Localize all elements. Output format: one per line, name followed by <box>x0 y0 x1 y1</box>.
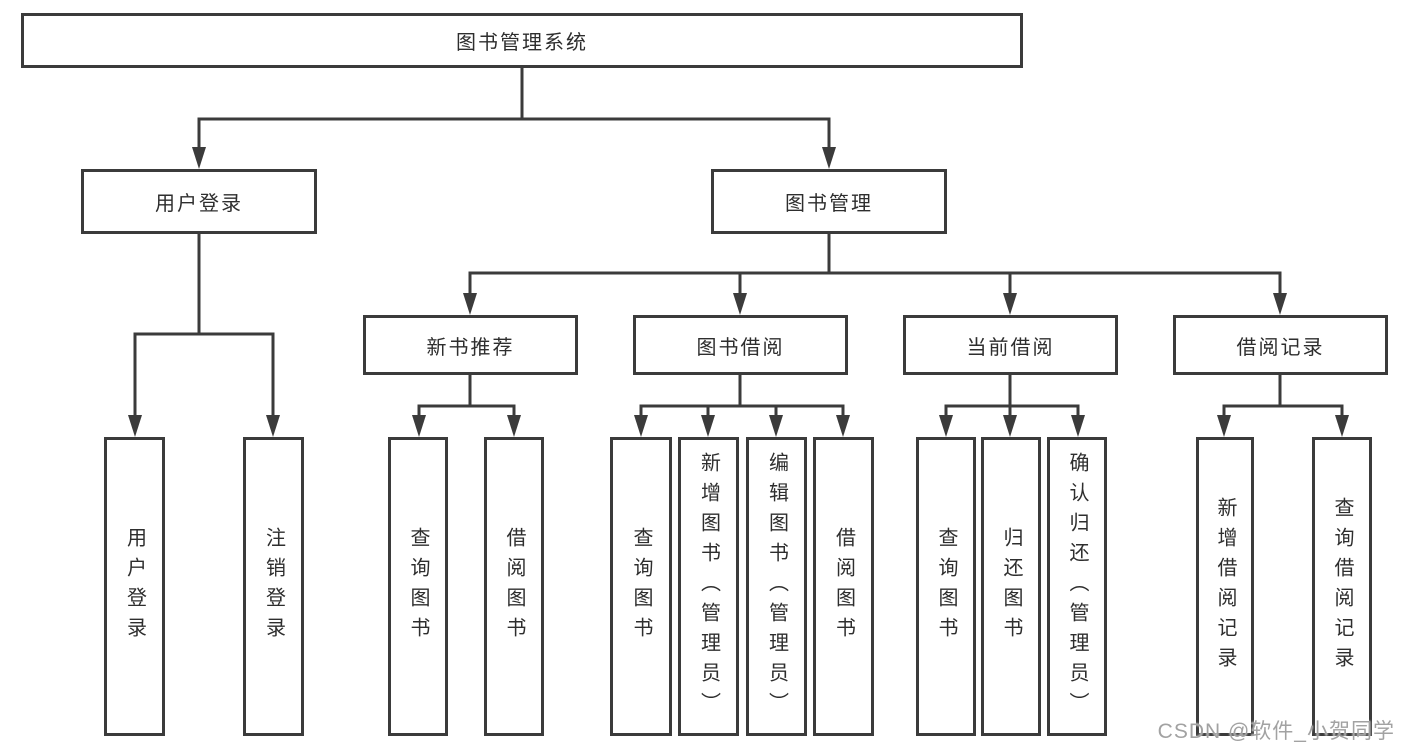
leaf-return-book: 归还图书 <box>981 437 1041 736</box>
leaf-confirm-return-admin: 确认归还（管理员） <box>1047 437 1107 736</box>
node-label: 编辑图书（管理员） <box>765 451 788 722</box>
node-label: 新书推荐 <box>426 336 515 359</box>
node-label: 用户登录 <box>155 193 243 215</box>
node-label: 查询借阅记录 <box>1331 496 1353 677</box>
node-label: 新增借阅记录 <box>1214 496 1236 677</box>
node-label: 查询图书 <box>630 526 652 647</box>
node-label: 查询图书 <box>407 526 429 647</box>
node-label: 新增图书（管理员） <box>697 451 720 722</box>
node-label: 查询图书 <box>935 526 957 647</box>
node-label: 归还图书 <box>1000 526 1022 647</box>
node-book-borrow: 图书借阅 <box>633 315 848 375</box>
arrowheads <box>128 147 1349 437</box>
node-library-management-system: 图书管理系统 <box>21 13 1023 68</box>
node-borrow-records: 借阅记录 <box>1173 315 1388 375</box>
leaf-add-borrow-record: 新增借阅记录 <box>1196 437 1254 736</box>
leaf-query-books-borrow: 查询图书 <box>610 437 672 736</box>
node-current-borrow: 当前借阅 <box>903 315 1118 375</box>
leaf-borrow-books: 借阅图书 <box>813 437 874 736</box>
node-book-management: 图书管理 <box>711 169 947 234</box>
node-user-login: 用户登录 <box>81 169 317 234</box>
leaf-user-login: 用户登录 <box>104 437 165 736</box>
leaf-query-borrow-record: 查询借阅记录 <box>1312 437 1372 736</box>
node-label: 借阅图书 <box>503 526 525 647</box>
node-label: 用户登录 <box>123 526 146 647</box>
node-label: 当前借阅 <box>966 336 1055 359</box>
node-label: 借阅图书 <box>832 526 855 647</box>
node-new-book-recommend: 新书推荐 <box>363 315 578 375</box>
node-label: 图书管理 <box>785 193 873 215</box>
leaf-logout: 注销登录 <box>243 437 304 736</box>
leaf-edit-book-admin: 编辑图书（管理员） <box>746 437 807 736</box>
node-label: 图书借阅 <box>696 336 785 359</box>
node-label: 注销登录 <box>262 526 285 647</box>
node-label: 图书管理系统 <box>456 32 588 54</box>
leaf-borrow-books-recommend: 借阅图书 <box>484 437 544 736</box>
leaf-query-books-recommend: 查询图书 <box>388 437 448 736</box>
leaf-query-books-current: 查询图书 <box>916 437 976 736</box>
node-label: 确认归还（管理员） <box>1066 451 1088 722</box>
leaf-add-book-admin: 新增图书（管理员） <box>678 437 739 736</box>
node-label: 借阅记录 <box>1236 336 1325 359</box>
